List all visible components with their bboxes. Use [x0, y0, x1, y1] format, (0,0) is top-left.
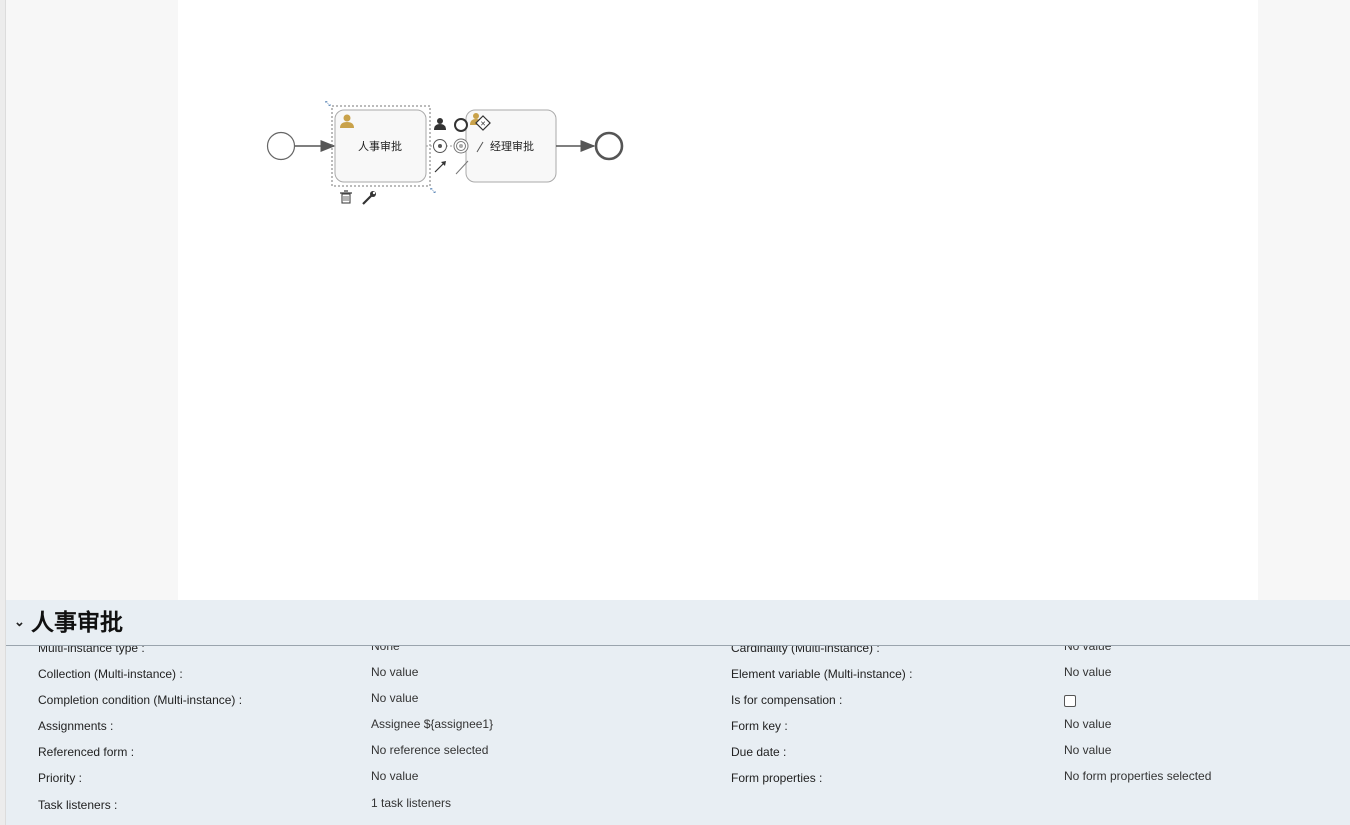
property-label: Task listeners : [38, 798, 118, 812]
add-end-event-icon[interactable] [454, 118, 468, 132]
property-label: Assignments : [38, 719, 114, 733]
property-value[interactable]: No value [371, 665, 419, 679]
properties-body: Multi-instance type : None Cardinality (… [6, 646, 1350, 825]
property-value[interactable]: No form properties selected [1064, 769, 1212, 783]
property-label: Collection (Multi-instance) : [38, 667, 183, 681]
canvas-area: ⤡ ⤡ 人事审批 经理审批 [6, 0, 1350, 600]
property-value[interactable]: No value [1064, 646, 1112, 653]
properties-header[interactable]: ⌄ 人事审批 [6, 600, 1350, 646]
property-value[interactable]: None [371, 646, 400, 653]
chevron-down-icon[interactable]: ⌄ [14, 614, 25, 629]
add-gateway-icon[interactable]: ✕ [475, 115, 491, 131]
wrench-icon[interactable] [362, 191, 376, 205]
process-canvas[interactable]: ⤡ ⤡ 人事审批 经理审批 [178, 0, 1258, 600]
connect-association-icon[interactable] [455, 160, 469, 175]
task-label: 人事审批 [358, 139, 402, 153]
property-row: Multi-instance type : None Cardinality (… [6, 646, 1350, 666]
add-user-task-icon[interactable] [434, 118, 446, 130]
is-for-compensation-checkbox[interactable] [1064, 692, 1076, 711]
user-icon [340, 114, 354, 128]
property-value[interactable]: Assignee ${assignee1} [371, 717, 494, 731]
property-label: Form properties : [731, 771, 823, 785]
resize-handle-bottom-right-icon[interactable]: ⤡ [430, 187, 436, 195]
svg-text:✕: ✕ [480, 120, 486, 128]
property-label: Cardinality (Multi-instance) : [731, 646, 880, 655]
property-label: Element variable (Multi-instance) : [731, 667, 913, 681]
property-value[interactable]: 1 task listeners [371, 796, 452, 810]
properties-title: 人事审批 [31, 609, 123, 635]
start-event[interactable] [266, 131, 296, 161]
property-value[interactable]: No value [1064, 717, 1112, 731]
property-row: Completion condition (Multi-instance) : … [6, 691, 1350, 718]
property-label: Is for compensation : [731, 693, 843, 707]
connect-flow-icon[interactable] [434, 161, 446, 173]
property-row: Task listeners : 1 task listeners [6, 796, 1350, 823]
property-row: Collection (Multi-instance) : No value E… [6, 665, 1350, 692]
property-value[interactable]: No value [1064, 743, 1112, 757]
delete-icon[interactable] [340, 190, 352, 204]
property-label: Multi-instance type : [38, 646, 145, 655]
resize-handle-top-left-icon[interactable]: ⤡ [325, 100, 331, 108]
property-row: Referenced form : No reference selected … [6, 743, 1350, 770]
property-label: Priority : [38, 771, 83, 785]
task-label: 经理审批 [490, 139, 534, 153]
property-label: Referenced form : [38, 745, 135, 759]
user-task-hr-approval[interactable]: 人事审批 [334, 109, 427, 183]
property-value[interactable]: No reference selected [371, 743, 489, 757]
property-label: Form key : [731, 719, 788, 733]
property-label: Due date : [731, 745, 787, 759]
left-border [0, 0, 6, 825]
add-boundary-event-icon[interactable] [453, 138, 469, 154]
property-value[interactable]: No value [371, 691, 419, 705]
property-label: Completion condition (Multi-instance) : [38, 693, 243, 707]
property-value[interactable]: No value [1064, 665, 1112, 679]
process-diagram: ⤡ ⤡ 人事审批 经理审批 [266, 100, 624, 205]
properties-panel: ⌄ 人事审批 Multi-instance type : None Cardin… [6, 600, 1350, 825]
property-row: Assignments : Assignee ${assignee1} Form… [6, 717, 1350, 744]
property-value[interactable]: No value [371, 769, 419, 783]
add-intermediate-event-icon[interactable] [433, 139, 447, 153]
add-association-icon[interactable] [476, 141, 484, 153]
property-row: Priority : No value Form properties : No… [6, 769, 1350, 796]
end-event[interactable] [594, 131, 624, 161]
